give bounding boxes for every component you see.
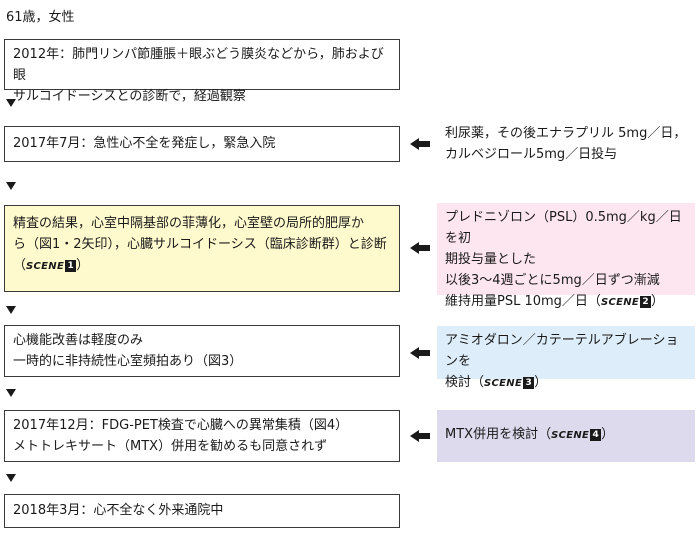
down-arrow-icon [6, 182, 16, 190]
treatment-line: 期投与量とした [445, 252, 537, 267]
left-arrow-icon [410, 430, 430, 442]
down-arrow-icon [6, 306, 16, 314]
step-line: 2017年12月：FDG-PET検査で心臓への異常集積（図4） [13, 418, 349, 433]
scene-label: SCENE [600, 297, 640, 308]
timeline-step-2017-07: 2017年7月：急性心不全を発症し，緊急入院 [4, 126, 400, 162]
treatment-line: 利尿薬，その後エナラプリル 5mg／日， [445, 126, 687, 141]
step-line: 2017年7月：急性心不全を発症し，緊急入院 [13, 136, 276, 151]
treatment-line: 以後3～4週ごとに5mg／日ずつ漸減 [445, 273, 660, 288]
step-line: ら（図1・2矢印），心臓サルコイドーシス（臨床診断群）と診断 [13, 237, 387, 252]
treatment-line: プレドニゾロン（PSL）0.5mg／kg／日を初 [445, 210, 682, 246]
timeline-step-2018-03: 2018年3月：心不全なく外来通院中 [4, 494, 400, 528]
step-line: 精査の結果，心室中隔基部の菲薄化，心室壁の局所的肥厚か [13, 216, 365, 231]
step-line: サルコイドーシスとの診断で，経過観察 [13, 89, 246, 104]
scene-label: SCENE [26, 261, 65, 272]
treatment-line: カルベジロール5mg／日投与 [445, 147, 618, 162]
patient-label: 61歳，女性 [6, 10, 75, 25]
scene-number-badge: 1 [65, 260, 77, 272]
timeline-step-2017-12: 2017年12月：FDG-PET検査で心臓への異常集積（図4） メトトレキサート… [4, 410, 400, 462]
step-line: 一時的に非持続性心室頻拍あり（図3） [13, 354, 243, 369]
scene-label: SCENE [484, 378, 523, 389]
timeline-step-progress: 心機能改善は軽度のみ 一時的に非持続性心室頻拍あり（図3） [4, 325, 400, 377]
left-arrow-icon [410, 138, 430, 150]
scene-label: SCENE [551, 430, 590, 441]
treatment-prednisolone: プレドニゾロン（PSL）0.5mg／kg／日を初 期投与量とした 以後3～4週ご… [437, 203, 695, 309]
down-arrow-icon [6, 474, 16, 482]
down-arrow-icon [6, 99, 16, 107]
step-line: 2012年：肺門リンパ節腫脹＋眼ぶどう膜炎などから，肺および眼 [13, 47, 384, 83]
step-line: 2018年3月：心不全なく外来通院中 [13, 503, 224, 518]
treatment-line: アミオダロン／カテーテルアブレーションを [445, 333, 679, 369]
scene-number-badge: 3 [523, 377, 535, 389]
left-arrow-icon [410, 242, 430, 254]
down-arrow-icon [6, 389, 16, 397]
step-line: メトトレキサート（MTX）併用を勧めるも同意されず [13, 439, 328, 454]
treatment-diuretics: 利尿薬，その後エナラプリル 5mg／日， カルベジロール5mg／日投与 [437, 119, 695, 171]
left-arrow-icon [410, 347, 430, 359]
step-line: 心機能改善は軽度のみ [13, 333, 144, 348]
timeline-step-diagnosis: 精査の結果，心室中隔基部の菲薄化，心室壁の局所的肥厚か ら（図1・2矢印），心臓… [4, 205, 400, 292]
timeline-step-2012: 2012年：肺門リンパ節腫脹＋眼ぶどう膜炎などから，肺および眼 サルコイドーシス… [4, 39, 400, 104]
scene-number-badge: 2 [640, 296, 652, 308]
scene-number-badge: 4 [590, 429, 602, 441]
